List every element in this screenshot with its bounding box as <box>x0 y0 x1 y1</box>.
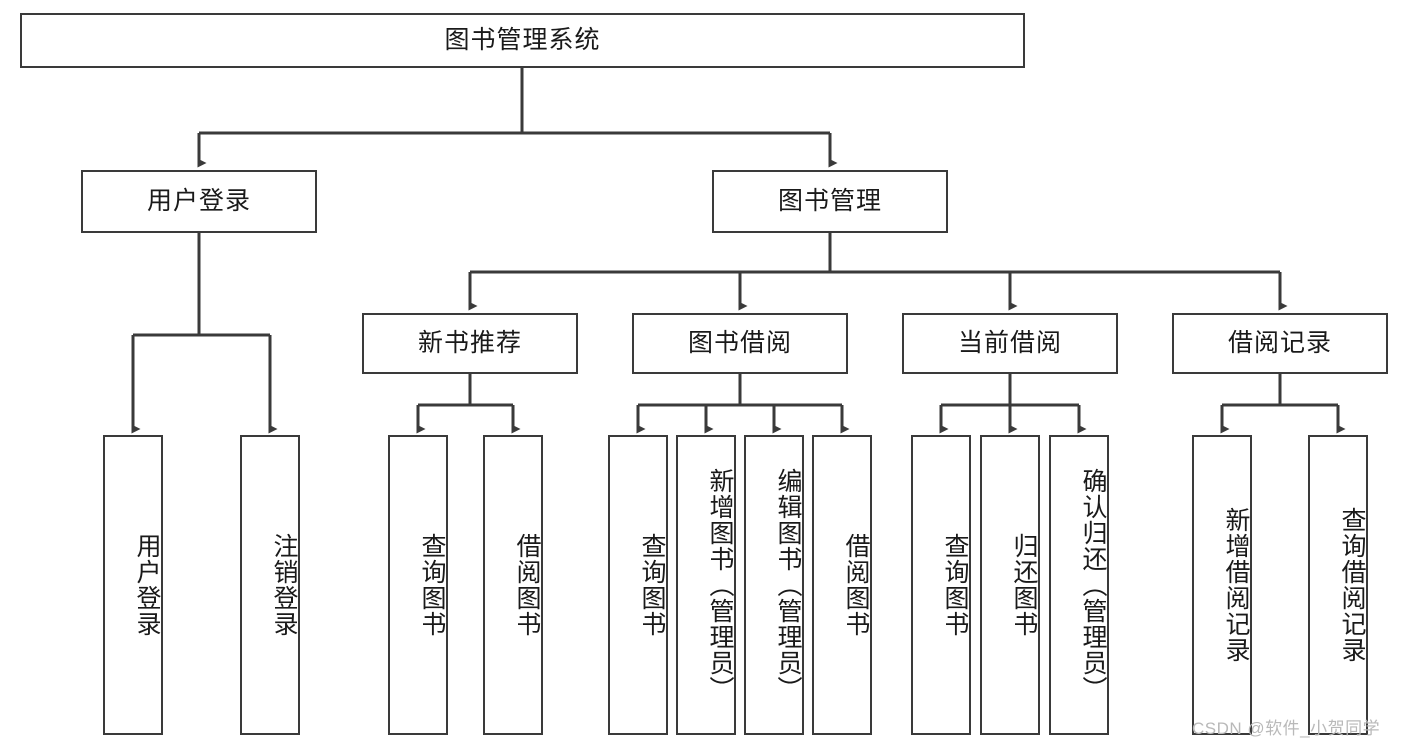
leaf-current-borrow-confirm-return-admin[interactable]: 确认归还（管理员） <box>1049 435 1109 735</box>
node-label: 查询借阅记录 <box>1338 507 1366 663</box>
leaf-current-borrow-return-book[interactable]: 归还图书 <box>980 435 1040 735</box>
node-label: 确认归还（管理员） <box>1079 468 1107 702</box>
node-current-borrow[interactable]: 当前借阅 <box>902 313 1118 374</box>
node-label: 编辑图书（管理员） <box>774 468 802 702</box>
node-root-book-management-system[interactable]: 图书管理系统 <box>20 13 1025 68</box>
leaf-book-borrow-edit-book-admin[interactable]: 编辑图书（管理员） <box>744 435 804 735</box>
node-label: 图书管理系统 <box>444 25 601 54</box>
node-label: 注销登录 <box>270 533 298 637</box>
node-label: 借阅记录 <box>1227 328 1332 357</box>
leaf-borrow-record-add-record[interactable]: 新增借阅记录 <box>1192 435 1252 735</box>
csdn-watermark: CSDN @软件_小贺同学 <box>1192 719 1381 738</box>
node-label: 查询图书 <box>638 533 666 637</box>
node-label: 新增图书（管理员） <box>706 468 734 702</box>
leaf-user-login-user-login[interactable]: 用户登录 <box>103 435 163 735</box>
leaf-book-borrow-borrow-book[interactable]: 借阅图书 <box>812 435 872 735</box>
leaf-new-book-query-book[interactable]: 查询图书 <box>388 435 448 735</box>
node-borrow-record[interactable]: 借阅记录 <box>1172 313 1388 374</box>
node-book-management[interactable]: 图书管理 <box>712 170 948 233</box>
leaf-borrow-record-query-record[interactable]: 查询借阅记录 <box>1308 435 1368 735</box>
node-label: 当前借阅 <box>957 328 1062 357</box>
leaf-current-borrow-query-book[interactable]: 查询图书 <box>911 435 971 735</box>
node-label: 借阅图书 <box>513 533 541 637</box>
leaf-book-borrow-add-book-admin[interactable]: 新增图书（管理员） <box>676 435 736 735</box>
node-label: 图书借阅 <box>687 328 792 357</box>
leaf-user-login-logout[interactable]: 注销登录 <box>240 435 300 735</box>
node-label: 用户登录 <box>133 533 161 637</box>
node-label: 新增借阅记录 <box>1222 507 1250 663</box>
node-label: 查询图书 <box>418 533 446 637</box>
node-label: 用户登录 <box>146 186 251 215</box>
node-book-borrow[interactable]: 图书借阅 <box>632 313 848 374</box>
node-label: 查询图书 <box>941 533 969 637</box>
node-new-book-recommend[interactable]: 新书推荐 <box>362 313 578 374</box>
leaf-book-borrow-query-book[interactable]: 查询图书 <box>608 435 668 735</box>
node-label: 图书管理 <box>777 186 882 215</box>
node-label: 借阅图书 <box>842 533 870 637</box>
node-label: 新书推荐 <box>417 328 522 357</box>
leaf-new-book-borrow-book[interactable]: 借阅图书 <box>483 435 543 735</box>
node-user-login[interactable]: 用户登录 <box>81 170 317 233</box>
node-label: 归还图书 <box>1010 533 1038 637</box>
